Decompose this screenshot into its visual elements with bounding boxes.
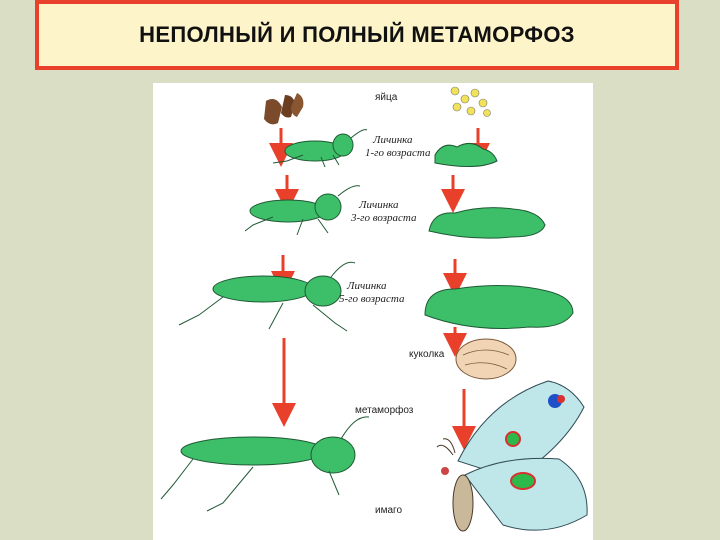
adult-grasshopper (160, 416, 370, 512)
caterpillar-stage-5 (424, 284, 574, 329)
label-larva1-line1: Личинка (372, 134, 413, 146)
label-larva3-line2: 3-го возраста (350, 212, 417, 224)
butterfly-eggs (450, 86, 491, 117)
label-metamorphosis: метаморфоз (355, 404, 414, 416)
metamorphosis-diagram: яйца Личинка 1-го возраста Личинка 3-го … (160, 86, 588, 532)
label-larva3-line1: Личинка (358, 199, 399, 211)
nymph-stage-3 (244, 185, 361, 236)
title-banner: НЕПОЛНЫЙ И ПОЛНЫЙ МЕТАМОРФОЗ (35, 0, 679, 70)
caterpillar-stage-3 (428, 207, 546, 239)
nymph-stage-5 (178, 261, 356, 332)
adult-moth (436, 380, 588, 532)
label-imago: имаго (375, 505, 402, 516)
grasshopper-eggs (264, 93, 304, 125)
pupa (455, 338, 517, 380)
label-larva5-line2: 5-го возраста (339, 293, 405, 305)
label-larva5-line1: Личинка (346, 280, 387, 292)
caterpillar-stage-1 (434, 143, 498, 168)
diagram-panel: яйца Личинка 1-го возраста Личинка 3-го … (153, 83, 593, 540)
nymph-stage-1 (272, 129, 368, 168)
label-larva1-line2: 1-го возраста (365, 147, 431, 159)
label-pupa: куколка (409, 349, 445, 360)
label-eggs: яйца (375, 92, 398, 103)
slide-title: НЕПОЛНЫЙ И ПОЛНЫЙ МЕТАМОРФОЗ (139, 22, 575, 47)
